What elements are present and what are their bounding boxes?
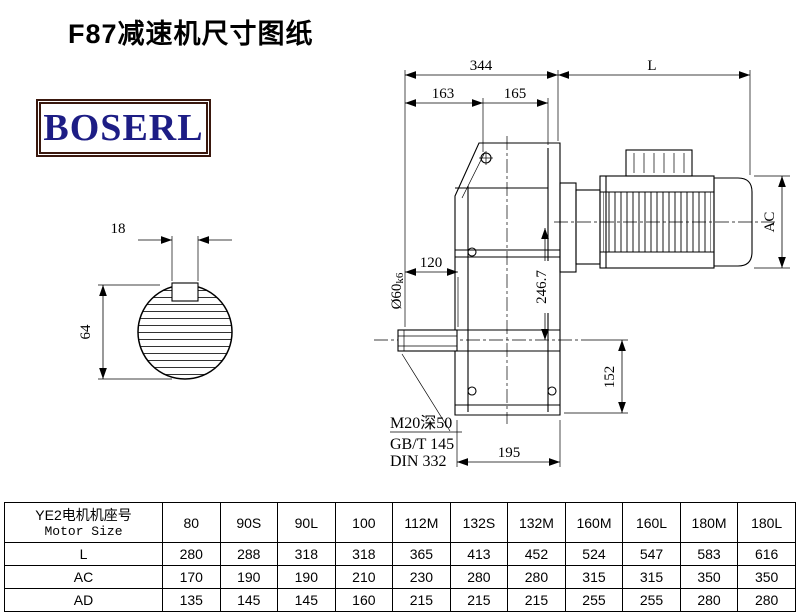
- note-din332: DIN 332: [390, 453, 446, 470]
- table-cell: 288: [219, 542, 279, 566]
- size-col: 132M: [507, 502, 566, 543]
- table-cell: 318: [277, 542, 336, 566]
- table-cell: 190: [219, 565, 279, 589]
- table-header-motor-size: YE2电机机座号 Motor Size: [4, 502, 163, 543]
- size-col: 112M: [392, 502, 451, 543]
- note-tap: M20深50: [390, 414, 452, 432]
- dimension-shaft-dia: Ø60k6: [389, 272, 406, 309]
- motor-terminal-box: [625, 149, 693, 177]
- table-row-AD: AD 135 145 145 160 215 215 215 255 255 2…: [4, 588, 796, 612]
- table-row-L: L 280 288 318 318 365 413 452 524 547 58…: [4, 542, 796, 566]
- dim-label-64: 64: [78, 324, 94, 340]
- table-cell: 583: [679, 542, 739, 566]
- dim-label-163: 163: [432, 86, 455, 102]
- dim-label-shaft-dia: Ø60k6: [389, 272, 406, 309]
- dim-label-165: 165: [504, 86, 527, 102]
- table-cell: 255: [622, 588, 681, 612]
- dimension-AC: AC: [754, 175, 790, 269]
- dimension-L: L: [558, 58, 751, 175]
- table-cell: 315: [622, 565, 681, 589]
- table-cell: 318: [334, 542, 394, 566]
- table-cell: 280: [449, 565, 509, 589]
- table-cell: 190: [277, 565, 336, 589]
- size-col: 160L: [622, 502, 681, 543]
- dimension-64: 64: [78, 284, 172, 380]
- motor-view: [559, 149, 753, 273]
- table-cell: 547: [622, 542, 681, 566]
- size-col: 180L: [737, 502, 796, 543]
- table-cell: 280: [679, 588, 739, 612]
- dim-label-246-7: 246.7: [534, 270, 550, 304]
- table-cell: 524: [564, 542, 624, 566]
- table-cell: 145: [277, 588, 336, 612]
- dimension-163-165: 163 165: [405, 86, 549, 152]
- header-en: Motor Size: [44, 523, 123, 539]
- table-cell: 135: [162, 588, 221, 612]
- size-col: 100: [334, 502, 394, 543]
- table-cell: 215: [449, 588, 509, 612]
- motor-adapter: [559, 182, 577, 273]
- note-gbt145: GB/T 145: [390, 436, 454, 453]
- table-cell: 255: [564, 588, 624, 612]
- motor-flange: [575, 189, 601, 265]
- table-cell: 280: [737, 588, 796, 612]
- table-cell: 160: [334, 588, 394, 612]
- table-cell: 280: [162, 542, 221, 566]
- boserl-logo: BOSERL: [36, 99, 211, 157]
- dim-label-195: 195: [498, 445, 521, 461]
- boserl-logo-text: BOSERL: [43, 107, 204, 149]
- table-cell: 365: [392, 542, 451, 566]
- table-cell: 215: [392, 588, 451, 612]
- table-cell: 230: [392, 565, 451, 589]
- row-label: AC: [4, 565, 163, 589]
- size-col: 132S: [449, 502, 509, 543]
- size-col: 90L: [277, 502, 336, 543]
- table-cell: 350: [737, 565, 796, 589]
- table-cell: 280: [507, 565, 566, 589]
- page-title: F87减速机尺寸图纸: [68, 19, 314, 49]
- bolt-holes: [467, 151, 557, 396]
- row-label: L: [4, 542, 163, 566]
- table-cell: 315: [564, 565, 624, 589]
- dimension-344: 344: [404, 58, 559, 327]
- motor-cooling-fins: [603, 192, 711, 252]
- dimension-120: 120: [405, 255, 459, 327]
- table-header-row: YE2电机机座号 Motor Size 80 90S 90L 100 112M …: [4, 502, 796, 543]
- dim-label-18: 18: [111, 221, 126, 237]
- motor-fan-cover: [713, 177, 753, 267]
- dim-label-AC: AC: [762, 212, 778, 233]
- dimension-152: 152: [564, 339, 628, 414]
- dim-label-152: 152: [602, 366, 618, 389]
- dim-label-120: 120: [420, 255, 443, 271]
- dim-label-344: 344: [470, 58, 493, 74]
- row-label: AD: [4, 588, 163, 612]
- table-cell: 170: [162, 565, 221, 589]
- size-col: 90S: [219, 502, 279, 543]
- gearbox-main-view: [374, 136, 778, 424]
- size-col: 180M: [679, 502, 739, 543]
- table-row-AC: AC 170 190 190 210 230 280 280 315 315 3…: [4, 565, 796, 589]
- dimension-195: 195: [456, 420, 561, 467]
- table-cell: 452: [507, 542, 566, 566]
- header-cn: YE2电机机座号: [35, 506, 132, 523]
- technical-drawing: 18 64: [78, 58, 790, 470]
- table-cell: 215: [507, 588, 566, 612]
- table-cell: 145: [219, 588, 279, 612]
- thread-notes: M20深50 GB/T 145 DIN 332: [390, 353, 462, 470]
- shaft-section-view: 18 64: [78, 221, 233, 380]
- dim-label-L: L: [647, 58, 656, 74]
- table-cell: 413: [449, 542, 509, 566]
- dimension-18: 18: [111, 221, 232, 281]
- output-shaft: [397, 329, 458, 352]
- size-col: 160M: [564, 502, 624, 543]
- table-cell: 616: [737, 542, 796, 566]
- size-col: 80: [162, 502, 221, 543]
- shaft-keyway: [171, 282, 199, 302]
- motor-size-table: YE2电机机座号 Motor Size 80 90S 90L 100 112M …: [4, 502, 796, 612]
- table-cell: 210: [334, 565, 394, 589]
- table-cell: 350: [679, 565, 739, 589]
- dimension-246-7: 246.7: [532, 228, 550, 340]
